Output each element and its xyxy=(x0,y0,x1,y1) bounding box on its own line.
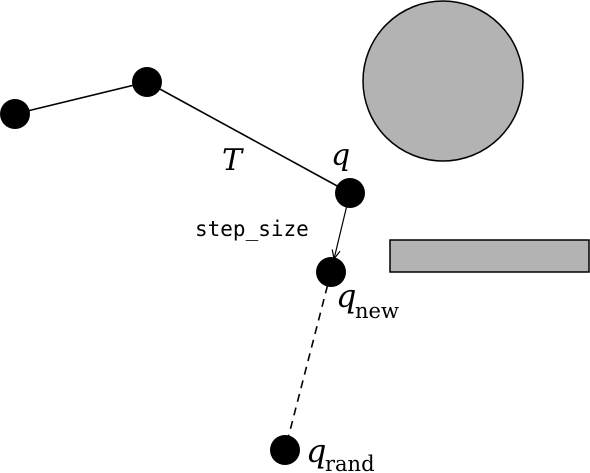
node-q-new xyxy=(316,257,346,287)
label-q-new-sub: new xyxy=(355,299,399,323)
label-q-rand-sub: rand xyxy=(325,452,375,473)
rectangular-obstacle xyxy=(389,239,590,273)
label-tree-t: T xyxy=(222,143,244,178)
label-q-new-main: q xyxy=(336,277,356,315)
dashed-line-to-q-rand xyxy=(284,271,332,451)
label-step-size: step_size xyxy=(195,217,309,241)
tree-edge-2 xyxy=(146,81,351,194)
circular-obstacle xyxy=(362,0,524,162)
label-q: q xyxy=(331,138,350,173)
step-size-arrow xyxy=(334,205,347,259)
tree-node-2 xyxy=(132,67,162,97)
tree-node-root xyxy=(0,99,30,129)
tree-edge-1 xyxy=(14,81,148,115)
node-q-rand xyxy=(270,435,300,465)
node-q xyxy=(335,178,365,208)
label-q-rand-main: q xyxy=(306,432,326,470)
